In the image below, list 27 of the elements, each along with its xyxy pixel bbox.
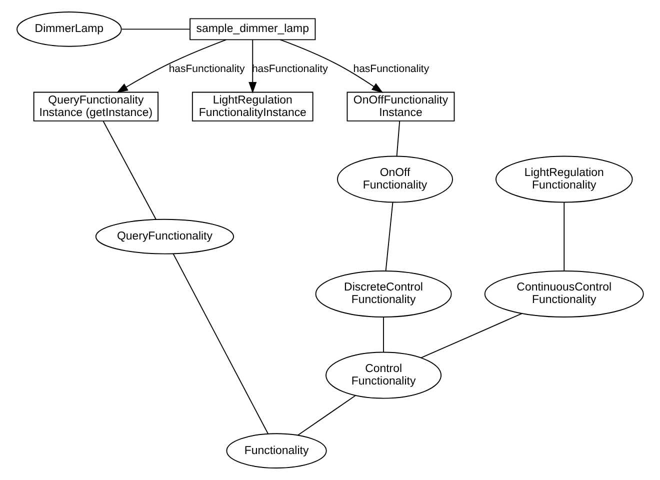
node-box: sample_dimmer_lamp <box>190 18 316 40</box>
connector <box>383 316 384 353</box>
edge-label: hasFunctionality <box>168 62 245 75</box>
edge-label: hasFunctionality <box>252 62 328 75</box>
node-ellipse: DimmerLamp <box>16 12 122 47</box>
node-ellipse: Control Functionality <box>326 352 442 399</box>
connector <box>297 394 356 436</box>
connector <box>420 313 522 358</box>
arrow <box>280 39 384 93</box>
arrow <box>116 39 226 93</box>
connector <box>121 28 190 30</box>
node-ellipse: DiscreteControl Functionality <box>315 270 452 318</box>
node-ellipse: LightRegulation Functionality <box>495 156 633 203</box>
node-ellipse: OnOff Functionality <box>337 156 454 203</box>
edge-label: hasFunctionality <box>353 62 430 75</box>
node-box: QueryFunctionality Instance (getInstance) <box>33 92 159 122</box>
arrow <box>248 39 257 94</box>
connector <box>385 202 394 272</box>
connector <box>396 120 400 157</box>
node-ellipse: QueryFunctionality <box>95 218 234 254</box>
node-box: OnOffFunctionality Instance <box>346 92 455 122</box>
connector <box>564 202 565 272</box>
connector <box>172 253 269 434</box>
node-box: LightRegulation FunctionalityInstance <box>192 92 314 122</box>
node-ellipse: ContinuousControl Functionality <box>484 270 644 318</box>
connector <box>102 120 156 220</box>
node-ellipse: Functionality <box>226 433 327 468</box>
